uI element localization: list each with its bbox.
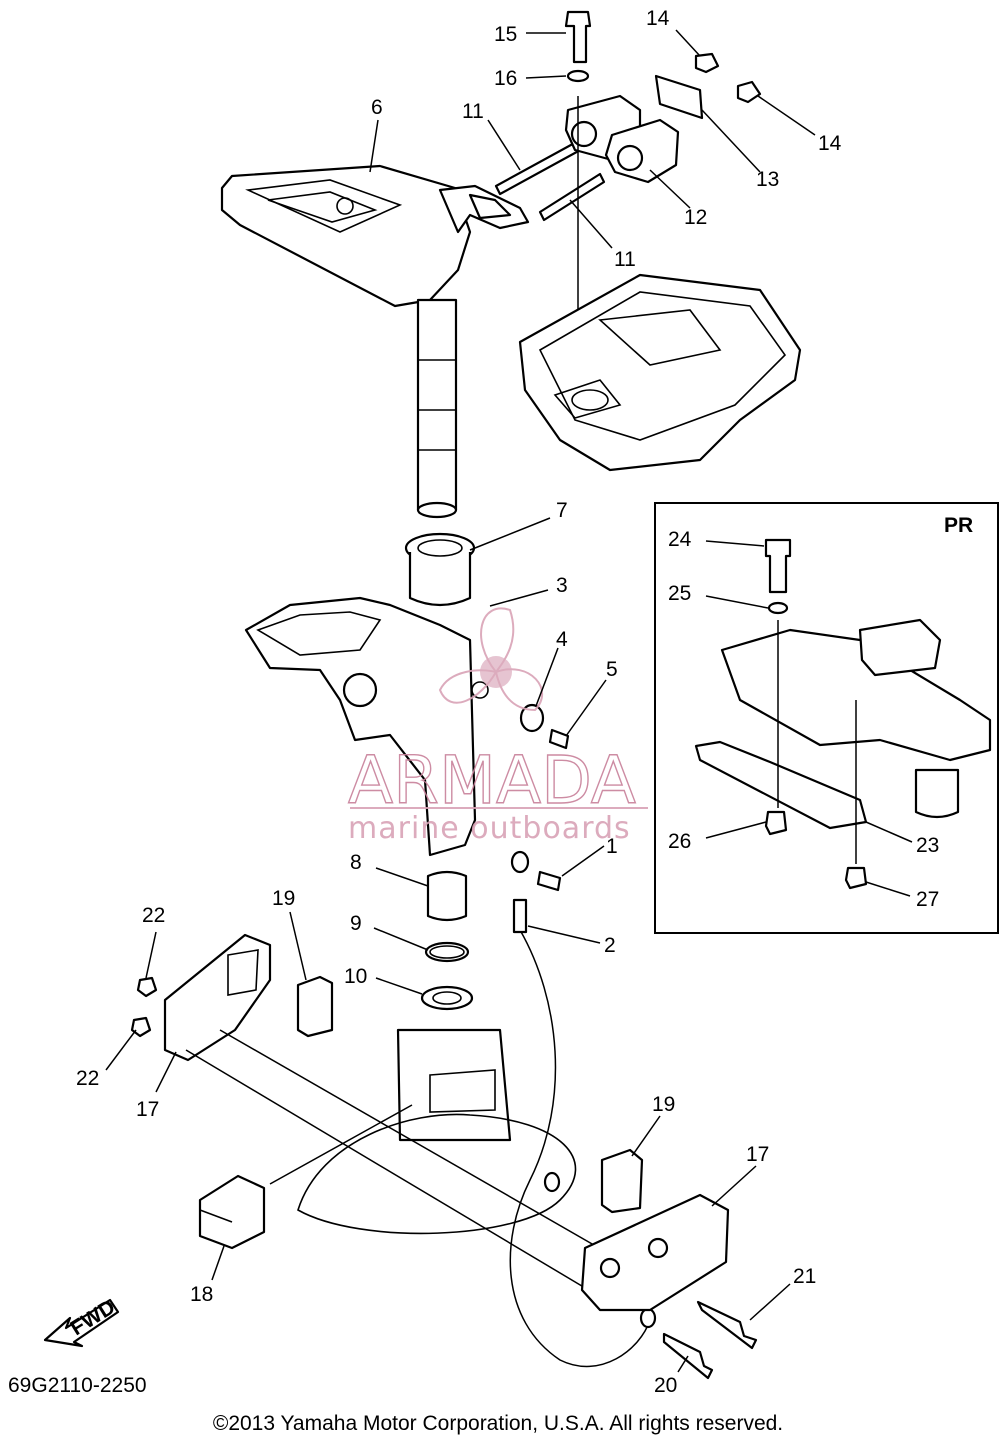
callout-11-upper: 11 [462, 100, 484, 123]
watermark-brand: ARMADA [348, 742, 636, 819]
callout-leaders [105, 29, 913, 1373]
inset-tag: PR [944, 514, 973, 537]
callout-22-upper: 22 [142, 904, 165, 927]
callout-13: 13 [756, 168, 779, 191]
propeller-logo [438, 607, 544, 712]
right-mount-drawings [580, 1148, 758, 1380]
callout-17-left: 17 [136, 1098, 159, 1121]
callout-22-lower: 22 [76, 1067, 99, 1090]
callout-9: 9 [350, 912, 362, 935]
callout-25: 25 [668, 582, 691, 605]
callout-18: 18 [190, 1283, 213, 1306]
rubber-block-drawing [198, 1174, 266, 1250]
inset-detail: PR [654, 502, 999, 934]
left-mount-drawings [130, 933, 621, 1299]
lower-bushing-drawings [420, 870, 474, 1011]
callout-14-lower: 14 [818, 132, 842, 155]
callout-24: 24 [668, 528, 692, 551]
callout-11-lower: 11 [614, 248, 636, 271]
callout-16: 16 [494, 67, 517, 90]
upper-casing-drawing [297, 1028, 577, 1235]
callout-labels: 1 2 3 4 5 6 7 8 9 10 11 11 12 13 14 14 1… [76, 7, 939, 1397]
callout-15: 15 [494, 23, 517, 46]
callout-20: 20 [654, 1374, 677, 1397]
callout-19-left: 19 [272, 887, 295, 910]
callout-3: 3 [556, 574, 568, 597]
copyright-notice: ©2013 Yamaha Motor Corporation, U.S.A. A… [213, 1412, 783, 1435]
callout-12: 12 [684, 206, 707, 229]
callout-8: 8 [350, 851, 362, 874]
callout-14-upper: 14 [646, 7, 670, 30]
callout-17-right: 17 [746, 1143, 769, 1166]
callout-26: 26 [668, 830, 691, 853]
callout-1: 1 [606, 835, 618, 858]
steering-bracket-drawing [220, 164, 530, 519]
callout-21: 21 [793, 1265, 816, 1288]
clamp-bracket-drawing [244, 596, 489, 857]
mount-drawings [564, 94, 680, 184]
bushing-drawing [404, 532, 476, 607]
diagram-code: 69G2110-2250 [8, 1374, 147, 1397]
watermark-tagline: marine outboards [348, 811, 631, 846]
callout-23: 23 [916, 834, 939, 857]
callout-6: 6 [371, 96, 383, 119]
callout-5: 5 [606, 658, 618, 681]
armada-watermark: ARMADA marine outboards [347, 607, 648, 846]
callout-2: 2 [604, 934, 616, 957]
callout-27: 27 [916, 888, 939, 911]
callout-19-right: 19 [652, 1093, 675, 1116]
fwd-arrow: FWD [43, 1295, 119, 1348]
cowling-drawing [518, 273, 802, 472]
callout-4: 4 [556, 628, 568, 651]
callout-10: 10 [344, 965, 367, 988]
callout-7: 7 [556, 499, 568, 522]
